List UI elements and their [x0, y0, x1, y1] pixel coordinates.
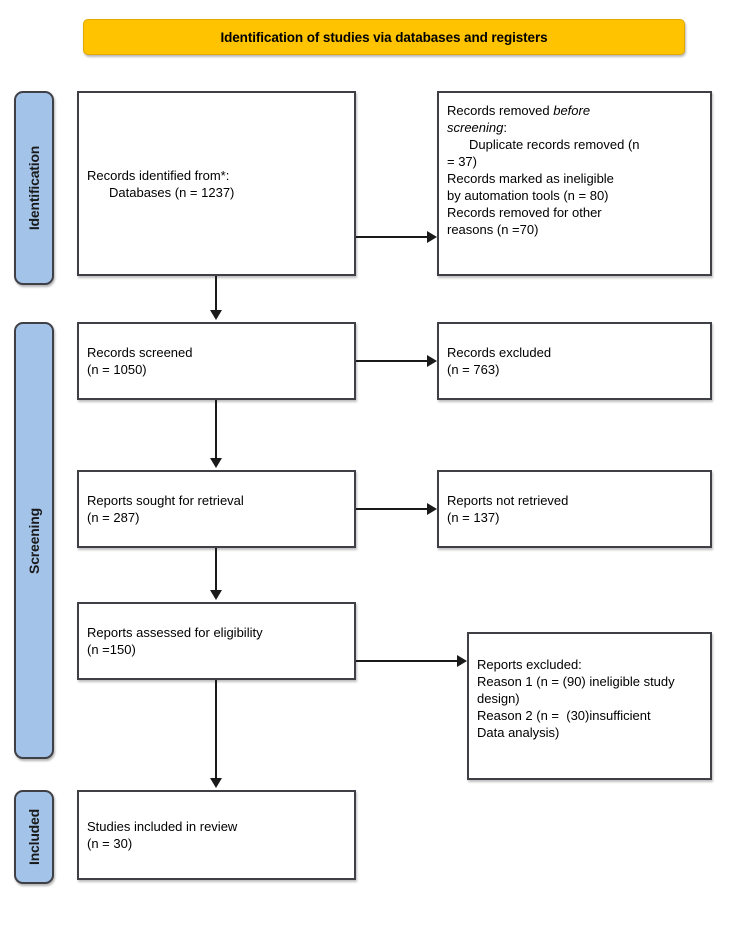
- box-studies-included-text: Studies included in review (n = 30): [79, 818, 354, 852]
- header-banner-title: Identification of studies via databases …: [220, 29, 548, 45]
- records-removed-line-1a: Records removed: [447, 103, 554, 118]
- arrowhead-sought-to-assessed: [210, 590, 222, 600]
- records-removed-line-3: Duplicate records removed (n: [469, 137, 640, 152]
- arrowhead-assessed-to-excluded: [457, 655, 467, 667]
- records-removed-line-2a: screening: [447, 120, 504, 135]
- box-reports-sought: Reports sought for retrieval (n = 287): [77, 470, 356, 548]
- reports-not-retrieved-line-2: (n = 137): [447, 510, 500, 525]
- connector-assessed-to-included: [215, 680, 217, 778]
- records-removed-line-5: Records marked as ineligible: [447, 171, 614, 186]
- box-records-excluded-text: Records excluded (n = 763): [439, 344, 710, 378]
- reports-excluded-line-3: design): [477, 691, 520, 706]
- box-records-identified: Records identified from*:Databases (n = …: [77, 91, 356, 276]
- connector-sought-to-not-retrieved: [356, 508, 427, 510]
- arrowhead-screened-to-sought: [210, 458, 222, 468]
- reports-sought-line-2: (n = 287): [87, 510, 140, 525]
- box-records-screened: Records screened (n = 1050): [77, 322, 356, 400]
- records-removed-line-7: Records removed for other: [447, 205, 602, 220]
- records-screened-line-2: (n = 1050): [87, 362, 147, 377]
- arrowhead-assessed-to-included: [210, 778, 222, 788]
- phase-label-included: Included: [26, 809, 42, 865]
- records-identified-line-1: Records identified from*:: [87, 167, 230, 183]
- reports-excluded-line-5: Data analysis): [477, 725, 560, 740]
- connector-identified-to-removed: [356, 236, 427, 238]
- connector-identified-to-screened: [215, 276, 217, 310]
- box-reports-assessed: Reports assessed for eligibility (n =150): [77, 602, 356, 680]
- records-removed-line-2b: :: [503, 120, 507, 135]
- connector-screened-to-sought: [215, 400, 217, 458]
- records-removed-line-1b: before: [553, 103, 591, 118]
- box-studies-included: Studies included in review (n = 30): [77, 790, 356, 880]
- box-reports-assessed-text: Reports assessed for eligibility (n =150): [79, 624, 354, 658]
- studies-included-line-1: Studies included in review: [87, 819, 238, 834]
- reports-excluded-line-4: Reason 2 (n = (30)insufficient: [477, 708, 651, 723]
- box-reports-not-retrieved-text: Reports not retrieved (n = 137): [439, 492, 710, 526]
- studies-included-line-2: (n = 30): [87, 836, 133, 851]
- phase-bar-screening: Screening: [14, 322, 54, 759]
- records-removed-line-4: = 37): [447, 154, 477, 169]
- box-records-removed-text: Records removed before screening: Duplicat…: [439, 102, 710, 238]
- arrowhead-sought-to-not-retrieved: [427, 503, 437, 515]
- arrowhead-identified-to-screened: [210, 310, 222, 320]
- reports-sought-line-1: Reports sought for retrieval: [87, 493, 244, 508]
- box-records-removed: Records removed before screening: Duplicat…: [437, 91, 712, 276]
- box-reports-excluded: Reports excluded: Reason 1 (n = (90) inel…: [467, 632, 712, 780]
- header-banner: Identification of studies via databases …: [83, 19, 685, 55]
- reports-assessed-line-1: Reports assessed for eligibility: [87, 625, 263, 640]
- reports-excluded-line-1: Reports excluded:: [477, 657, 582, 672]
- phase-bar-identification: Identification: [14, 91, 54, 285]
- arrowhead-screened-to-excluded: [427, 355, 437, 367]
- reports-not-retrieved-line-1: Reports not retrieved: [447, 493, 569, 508]
- connector-assessed-to-excluded: [356, 660, 457, 662]
- records-identified-line-2: Databases (n = 1237): [109, 184, 235, 200]
- box-reports-excluded-text: Reports excluded: Reason 1 (n = (90) inel…: [469, 656, 710, 741]
- box-reports-not-retrieved: Reports not retrieved (n = 137): [437, 470, 712, 548]
- connector-screened-to-excluded: [356, 360, 427, 362]
- box-records-excluded: Records excluded (n = 763): [437, 322, 712, 400]
- connector-sought-to-assessed: [215, 548, 217, 590]
- box-reports-sought-text: Reports sought for retrieval (n = 287): [79, 492, 354, 526]
- reports-assessed-line-2: (n =150): [87, 642, 136, 657]
- box-records-screened-text: Records screened (n = 1050): [79, 344, 354, 378]
- box-records-identified-text: Records identified from*:Databases (n = …: [79, 167, 354, 201]
- phase-label-identification: Identification: [26, 145, 42, 231]
- phase-bar-included: Included: [14, 790, 54, 884]
- records-removed-line-6: by automation tools (n = 80): [447, 188, 609, 203]
- phase-label-screening: Screening: [26, 507, 43, 574]
- arrowhead-identified-to-removed: [427, 231, 437, 243]
- records-removed-line-8: reasons (n =70): [447, 222, 539, 237]
- records-excluded-line-1: Records excluded: [447, 345, 552, 360]
- reports-excluded-line-2: Reason 1 (n = (90) ineligible study: [477, 674, 675, 689]
- records-screened-line-1: Records screened: [87, 345, 193, 360]
- records-excluded-line-2: (n = 763): [447, 362, 500, 377]
